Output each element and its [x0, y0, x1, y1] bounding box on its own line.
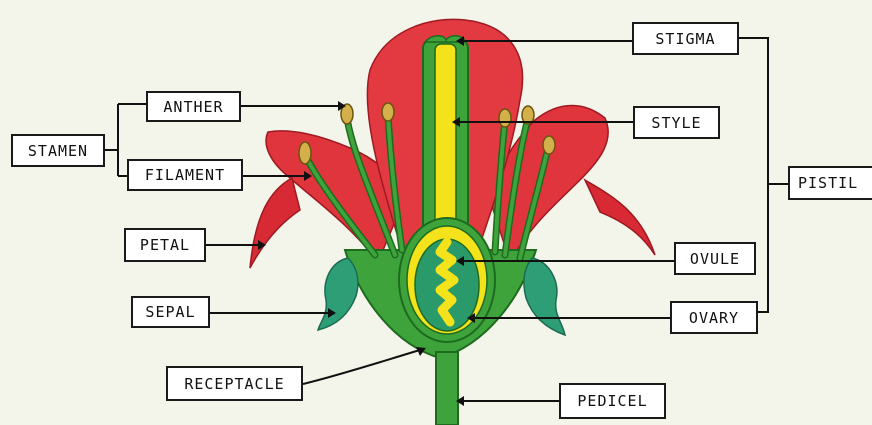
pedicel-stem [436, 352, 458, 425]
label-ovary: OVARY [670, 301, 758, 334]
receptacle-line [303, 350, 420, 384]
left-sepal [318, 258, 358, 330]
label-sepal: SEPAL [131, 296, 210, 328]
left-petal-lip [250, 178, 300, 268]
anther-4 [499, 109, 511, 127]
label-petal: PETAL [124, 228, 206, 262]
label-pedicel: PEDICEL [559, 383, 666, 419]
label-filament: FILAMENT [127, 159, 243, 191]
anther-1 [299, 142, 311, 164]
label-stigma: STIGMA [632, 22, 739, 55]
label-pistil: PISTIL [788, 166, 872, 200]
label-receptacle: RECEPTACLE [166, 366, 303, 401]
label-stamen: STAMEN [11, 134, 105, 167]
right-petal-lip [585, 180, 655, 255]
label-anther: ANTHER [146, 91, 241, 122]
anther-6 [543, 136, 555, 154]
label-style: STYLE [633, 106, 720, 139]
label-ovule: OVULE [674, 242, 756, 275]
anther-3 [382, 103, 394, 121]
right-sepal [524, 258, 565, 335]
